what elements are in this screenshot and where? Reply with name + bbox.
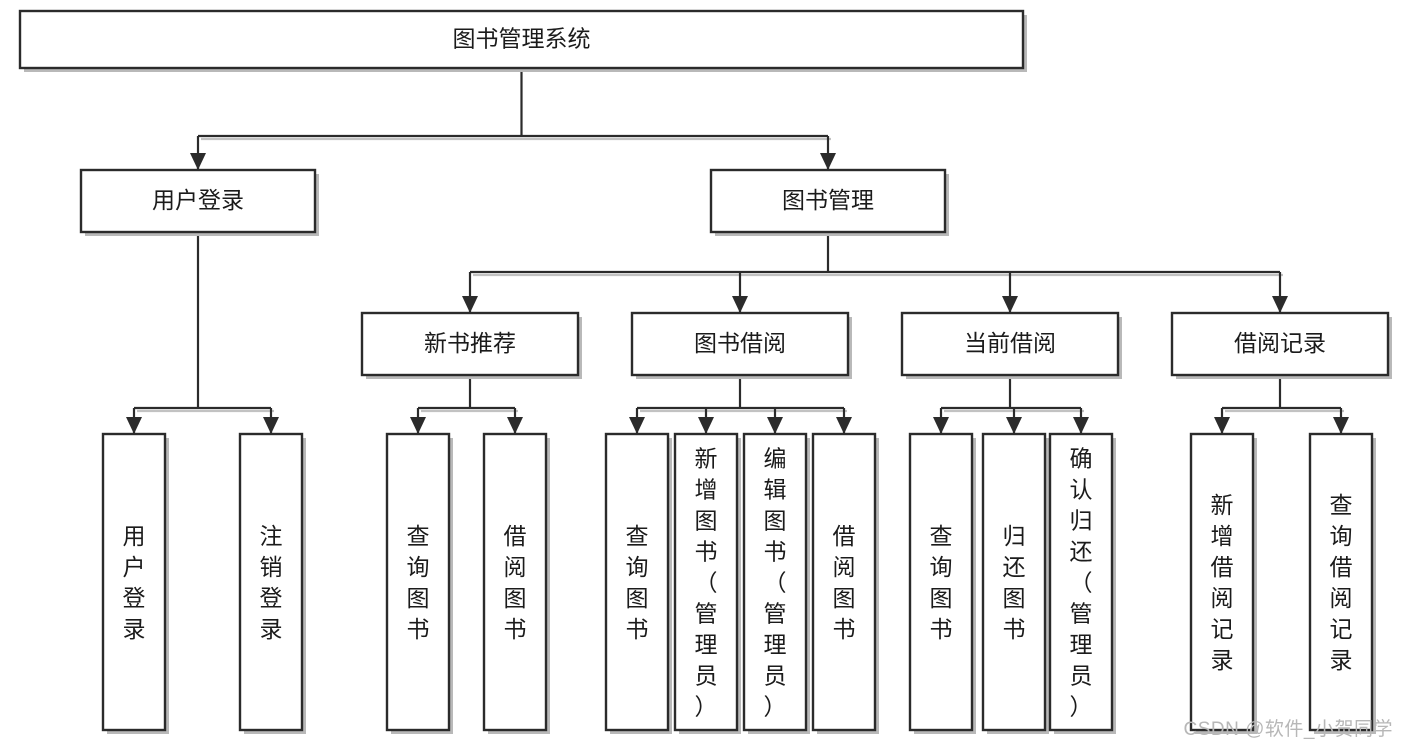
- arrow-head-icon: [836, 417, 852, 434]
- node-user-login-label: 用户登录: [152, 187, 244, 213]
- arrow-head-icon: [263, 417, 279, 434]
- arrow-head-icon: [933, 417, 949, 434]
- node-leaf-query-book-2-label: 查询图书: [626, 523, 649, 642]
- node-new-book-rec-label: 新书推荐: [424, 330, 516, 356]
- arrow-head-icon: [698, 417, 714, 434]
- arrow-head-icon: [462, 296, 478, 313]
- node-borrow-record-label: 借阅记录: [1234, 330, 1326, 356]
- node-leaf-add-record-label: 新增借阅记录: [1211, 492, 1234, 673]
- node-root-book-management-system[interactable]: 图书管理系统: [18, 9, 1027, 72]
- node-book-manage-label: 图书管理: [782, 187, 874, 213]
- node-leaf-add-record[interactable]: 新增借阅记录: [1189, 432, 1257, 734]
- node-leaf-user-login-label: 用户登录: [123, 523, 146, 642]
- node-leaf-confirm-return-rect[interactable]: [1048, 432, 1114, 732]
- node-root-book-management-system-rect[interactable]: [18, 9, 1025, 70]
- node-leaf-add-book[interactable]: 新增图书（管理员）: [673, 432, 741, 734]
- node-leaf-query-record-rect[interactable]: [1308, 432, 1374, 732]
- node-leaf-add-book-label: 新增图书（管理员）: [695, 446, 718, 720]
- node-new-book-rec-rect[interactable]: [360, 311, 580, 377]
- node-leaf-user-logout[interactable]: 注销登录: [238, 432, 306, 734]
- arrow-head-icon: [767, 417, 783, 434]
- node-leaf-confirm-return-label: 确认归还（管理员）: [1070, 446, 1093, 720]
- arrow-head-icon: [410, 417, 426, 434]
- arrow-head-icon: [1002, 296, 1018, 313]
- node-current-borrow[interactable]: 当前借阅: [900, 311, 1122, 379]
- arrow-head-icon: [1006, 417, 1022, 434]
- node-leaf-confirm-return[interactable]: 确认归还（管理员）: [1048, 432, 1116, 734]
- node-leaf-query-book-3[interactable]: 查询图书: [908, 432, 976, 734]
- node-leaf-user-logout-label: 注销登录: [260, 523, 283, 642]
- node-leaf-edit-book-label: 编辑图书（管理员）: [764, 446, 787, 720]
- node-leaf-borrow-book-2[interactable]: 借阅图书: [811, 432, 879, 734]
- node-new-book-rec[interactable]: 新书推荐: [360, 311, 582, 379]
- node-leaf-user-login-rect[interactable]: [101, 432, 167, 732]
- node-book-manage-rect[interactable]: [709, 168, 947, 234]
- edges-layer: [126, 68, 1349, 434]
- node-leaf-edit-book-rect[interactable]: [742, 432, 808, 732]
- nodes-layer: 图书管理系统用户登录图书管理新书推荐图书借阅当前借阅借阅记录用户登录注销登录查询…: [18, 9, 1392, 734]
- node-leaf-query-record-label: 查询借阅记录: [1330, 492, 1353, 673]
- node-book-manage[interactable]: 图书管理: [709, 168, 949, 236]
- node-leaf-borrow-book-1-label: 借阅图书: [504, 523, 527, 642]
- watermark-text: CSDN @软件_小贺同学: [1183, 719, 1393, 740]
- node-leaf-query-book-1-label: 查询图书: [407, 523, 430, 642]
- node-current-borrow-rect[interactable]: [900, 311, 1120, 377]
- node-root-book-management-system-label: 图书管理系统: [453, 26, 591, 52]
- arrow-head-icon: [1333, 417, 1349, 434]
- arrow-head-icon: [1214, 417, 1230, 434]
- node-leaf-add-book-rect[interactable]: [673, 432, 739, 732]
- arrow-head-icon: [1272, 296, 1288, 313]
- node-user-login-rect[interactable]: [79, 168, 317, 234]
- node-borrow-record[interactable]: 借阅记录: [1170, 311, 1392, 379]
- node-leaf-borrow-book-1-rect[interactable]: [482, 432, 548, 732]
- node-book-borrow[interactable]: 图书借阅: [630, 311, 852, 379]
- arrow-head-icon: [190, 153, 206, 170]
- node-leaf-query-book-3-label: 查询图书: [930, 523, 953, 642]
- arrow-head-icon: [732, 296, 748, 313]
- node-book-borrow-label: 图书借阅: [694, 330, 786, 356]
- node-leaf-query-book-2[interactable]: 查询图书: [604, 432, 672, 734]
- node-current-borrow-label: 当前借阅: [964, 330, 1056, 356]
- node-leaf-return-book-rect[interactable]: [981, 432, 1047, 732]
- node-leaf-borrow-book-2-rect[interactable]: [811, 432, 877, 732]
- arrow-head-icon: [507, 417, 523, 434]
- node-user-login[interactable]: 用户登录: [79, 168, 319, 236]
- node-leaf-borrow-book-2-label: 借阅图书: [833, 523, 856, 642]
- arrow-head-icon: [629, 417, 645, 434]
- arrow-head-icon: [126, 417, 142, 434]
- node-leaf-query-book-1[interactable]: 查询图书: [385, 432, 453, 734]
- node-leaf-user-logout-rect[interactable]: [238, 432, 304, 732]
- node-leaf-query-book-2-rect[interactable]: [604, 432, 670, 732]
- node-leaf-return-book[interactable]: 归还图书: [981, 432, 1049, 734]
- node-leaf-borrow-book-1[interactable]: 借阅图书: [482, 432, 550, 734]
- arrow-head-icon: [1073, 417, 1089, 434]
- node-leaf-user-login[interactable]: 用户登录: [101, 432, 169, 734]
- node-leaf-query-record[interactable]: 查询借阅记录: [1308, 432, 1376, 734]
- node-book-borrow-rect[interactable]: [630, 311, 850, 377]
- node-leaf-add-record-rect[interactable]: [1189, 432, 1255, 732]
- node-leaf-query-book-3-rect[interactable]: [908, 432, 974, 732]
- node-leaf-edit-book[interactable]: 编辑图书（管理员）: [742, 432, 810, 734]
- arrow-head-icon: [820, 153, 836, 170]
- node-borrow-record-rect[interactable]: [1170, 311, 1390, 377]
- node-leaf-return-book-label: 归还图书: [1003, 523, 1026, 642]
- node-leaf-query-book-1-rect[interactable]: [385, 432, 451, 732]
